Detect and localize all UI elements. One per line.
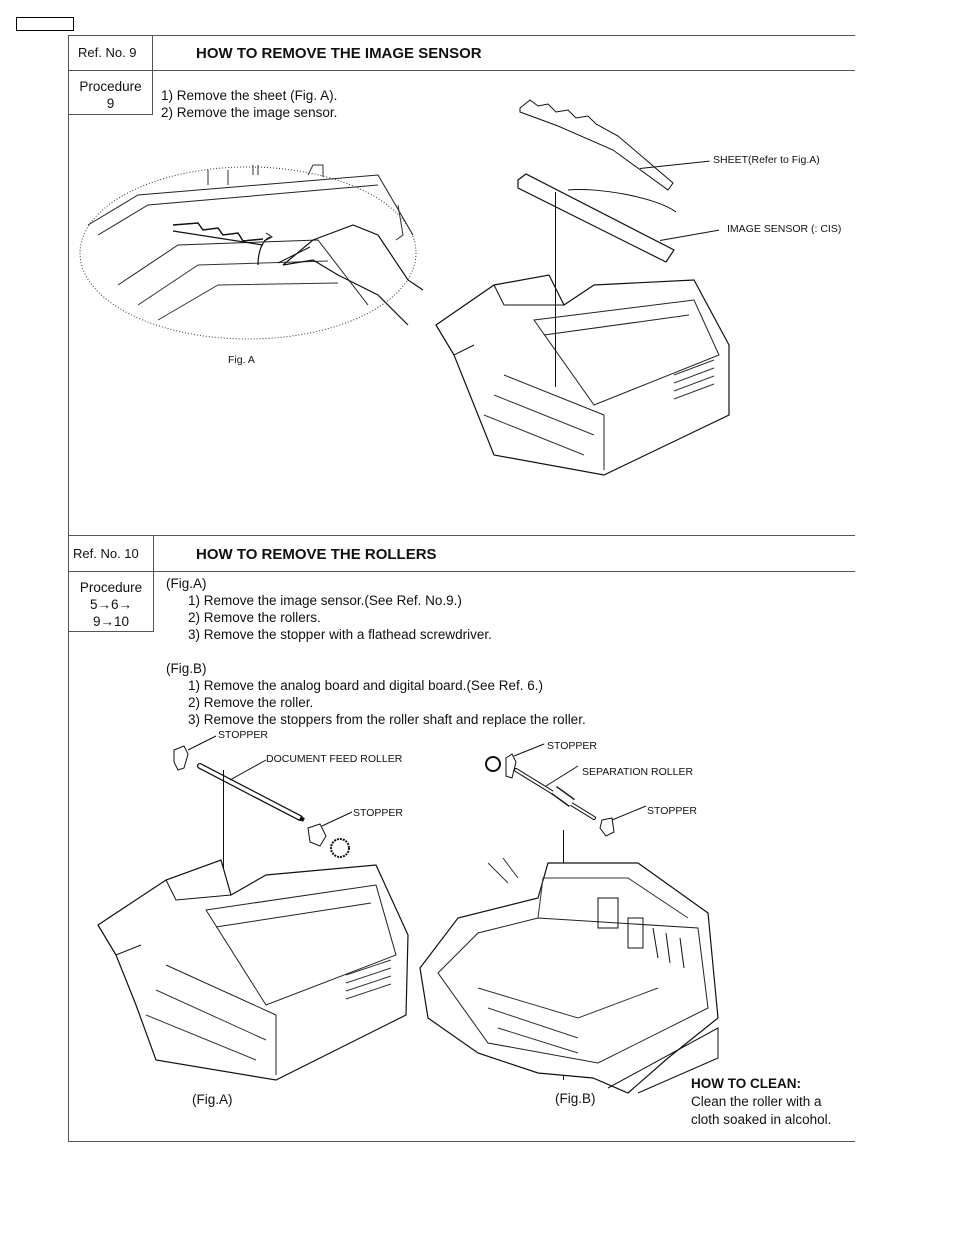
section1-top-rule (68, 35, 855, 36)
stopper-label: STOPPER (218, 729, 268, 741)
fig-a-inset-illustration (78, 165, 423, 345)
fax-chassis-illustration (418, 858, 723, 1093)
ref-divider (152, 35, 153, 71)
step: 3) Remove the stopper with a flathead sc… (188, 627, 492, 642)
stopper-label: STOPPER (547, 740, 597, 752)
fig-a-step-list: 1) Remove the image sensor.(See Ref. No.… (188, 592, 492, 643)
procedure-label: Procedure (79, 580, 143, 595)
separation-roller-label: SEPARATION ROLLER (582, 766, 694, 778)
step-list: 1) Remove the sheet (Fig. A). 2) Remove … (161, 87, 337, 121)
step: 1) Remove the sheet (Fig. A). (161, 88, 338, 103)
left-border (68, 35, 69, 1142)
step: 2) Remove the rollers. (188, 610, 321, 625)
fig-a-caption: (Fig.A) (192, 1092, 233, 1107)
fig-b-caption: (Fig.B) (555, 1091, 596, 1106)
sheet-illustration (518, 98, 678, 193)
procedure-divider (152, 70, 153, 115)
procedure-value: 5→6→ (89, 597, 133, 612)
fax-unit-illustration (434, 265, 734, 480)
section2-top-rule (68, 535, 855, 536)
image-sensor-label: IMAGE SENSOR (: CIS) (727, 223, 842, 235)
clean-text: Clean the roller with a (691, 1094, 822, 1109)
section-title: HOW TO REMOVE THE IMAGE SENSOR (196, 45, 482, 62)
image-sensor-illustration (516, 172, 676, 267)
sensor-guide-line (555, 192, 556, 387)
document-feed-roller-illustration (170, 740, 360, 865)
procedure-divider (153, 571, 154, 632)
fig-a-step-header: (Fig.A) (166, 576, 207, 591)
procedure-value: 9→10 (92, 614, 130, 629)
step: 1) Remove the analog board and digital b… (188, 678, 543, 693)
section1-header-rule (68, 70, 855, 71)
step: 3) Remove the stoppers from the roller s… (188, 712, 586, 727)
ref-number: Ref. No. 9 (78, 45, 137, 60)
procedure-label: Procedure (79, 79, 142, 94)
step: 2) Remove the roller. (188, 695, 314, 710)
section-title: HOW TO REMOVE THE ROLLERS (196, 546, 437, 563)
step: 2) Remove the image sensor. (161, 105, 338, 120)
procedure-rule (68, 631, 154, 632)
ref-divider (153, 535, 154, 572)
section2-header-rule (68, 571, 855, 572)
sheet-label: SHEET(Refer to Fig.A) (713, 154, 820, 166)
procedure-rule (68, 114, 153, 115)
fig-b-step-header: (Fig.B) (166, 661, 207, 676)
fax-unit-illustration (96, 855, 411, 1085)
ref-number: Ref. No. 10 (73, 546, 139, 561)
clean-title: HOW TO CLEAN: (691, 1076, 801, 1091)
procedure-box: Procedure 5→6→ 9→10 (69, 579, 153, 630)
how-to-clean-note: HOW TO CLEAN: Clean the roller with a cl… (691, 1075, 831, 1129)
separation-roller-illustration (484, 748, 624, 843)
document-feed-roller-label: DOCUMENT FEED ROLLER (266, 753, 403, 765)
step: 1) Remove the image sensor.(See Ref. No.… (188, 593, 462, 608)
stopper-label: STOPPER (647, 805, 697, 817)
bottom-rule (68, 1141, 855, 1142)
fig-b-step-list: 1) Remove the analog board and digital b… (188, 677, 586, 728)
procedure-box: Procedure 9 (69, 78, 152, 112)
procedure-value: 9 (106, 96, 115, 111)
fig-a-caption: Fig. A (228, 354, 255, 366)
clean-text: cloth soaked in alcohol. (691, 1112, 832, 1127)
page-number-box (16, 17, 74, 31)
stopper-label: STOPPER (353, 807, 403, 819)
